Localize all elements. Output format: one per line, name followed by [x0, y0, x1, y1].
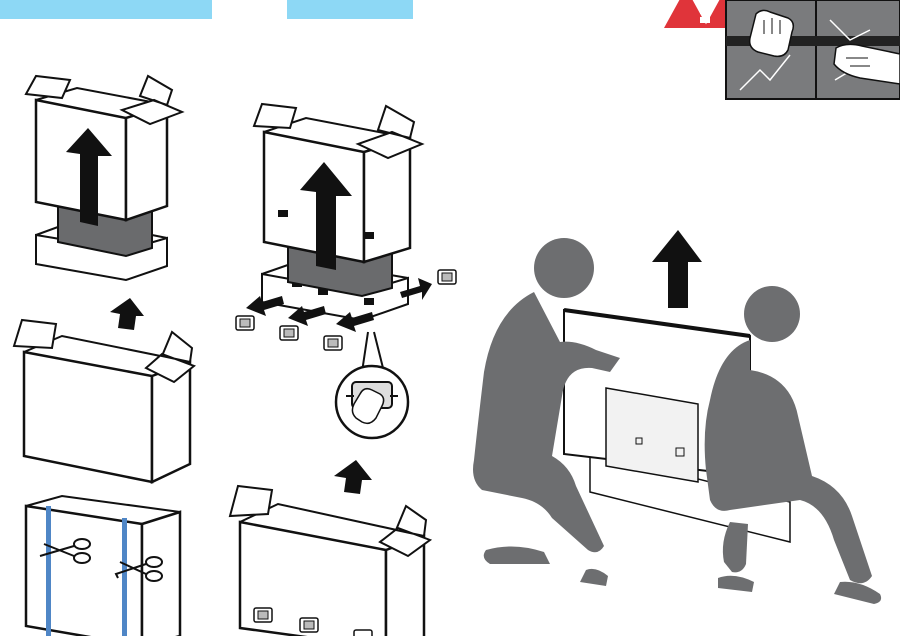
step-open-carton-left — [12, 296, 197, 486]
up-arrow-icon — [334, 460, 372, 494]
packing-strap — [122, 518, 127, 636]
hand-tearing-icon — [750, 10, 794, 56]
two-person-lift-illustration — [460, 222, 900, 602]
clip-icon — [280, 326, 298, 340]
clip-icon — [354, 630, 372, 636]
clip-removal-detail — [332, 330, 416, 440]
up-arrow-icon — [110, 298, 144, 330]
step-open-carton-middle — [226, 458, 431, 636]
header-tab-right — [287, 0, 413, 19]
tv-back-panel — [606, 388, 698, 482]
header-tab-left — [0, 0, 212, 19]
step-cut-straps — [22, 496, 187, 636]
up-arrow-icon — [652, 230, 702, 308]
packing-strap — [46, 506, 51, 636]
clip-icon — [300, 618, 318, 632]
clip-icon — [236, 316, 254, 330]
step-lift-carton-left — [22, 70, 187, 285]
warning-panel — [660, 0, 900, 104]
clip-icon — [438, 270, 456, 284]
clip-icon — [254, 608, 272, 622]
